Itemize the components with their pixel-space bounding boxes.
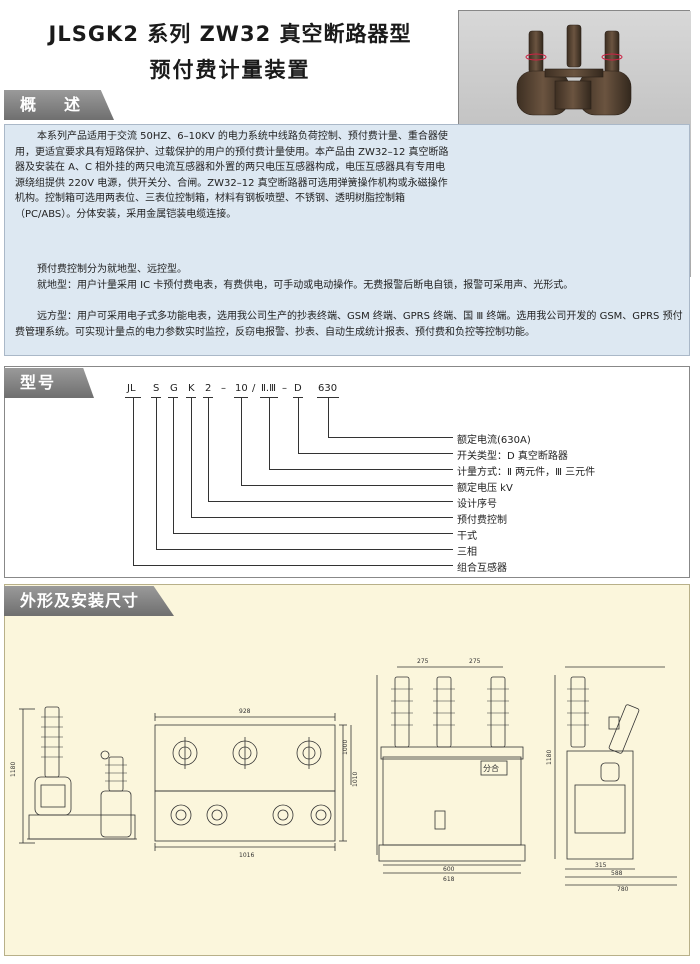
dim-spacing-b: 275 [469,658,481,665]
desc-rated-current: 额定电流(630A) [457,435,531,446]
dim-right-w1: 315 [595,862,607,869]
dim-front-width-bottom: 1016 [239,852,254,859]
dim-right-w3: 780 [617,886,629,893]
desc-prepaid-control: 预付费控制 [457,515,507,526]
dim-front-h2: 1000 [342,740,349,755]
desc-metering-method: 计量方式：Ⅱ 两元件，Ⅲ 三元件 [457,467,596,478]
title-line-2: 预付费计量装置 [149,58,311,82]
desc-combined-transformer: 组合互感器 [457,563,507,574]
plate-text: 分合 [483,763,499,773]
breaker-front-drawing [376,666,526,874]
page-title: JLSGK2 系列 ZW32 真空断路器型 预付费计量装置 [10,18,450,84]
dim-width-2: 618 [443,876,455,883]
code-part-s: S [153,383,160,394]
code-part-d: D [294,383,302,394]
dimension-drawing-panel: 1180 928 1016 1010 1000 275 275 600 618 … [4,584,690,956]
desc-rated-voltage: 额定电压 kV [457,483,513,494]
dim-width-1: 600 [443,866,455,873]
code-part-630: 630 [318,383,338,394]
code-part-g: G [170,383,178,394]
section-tab-dimensions: 外形及安装尺寸 [4,586,174,616]
dim-spacing-a: 275 [417,658,429,665]
overview-paragraph-1: 本系列产品适用于交流 50HZ、6–10KV 的电力系统中线路负荷控制、预付费计… [15,131,449,220]
overview-paragraph-2: 预付费控制分为就地型、远控型。 [37,264,187,275]
side-view-drawing [19,706,137,844]
dimension-drawings: 1180 928 1016 1010 1000 275 275 600 618 … [10,658,677,893]
code-part-metering: Ⅱ.Ⅲ [261,383,276,394]
code-part-dash-1: – [221,383,226,394]
code-part-dash-2: – [282,383,287,394]
breaker-side-drawing [554,666,677,886]
desc-switch-type: 开关类型：D 真空断路器 [457,451,568,462]
code-part-slash: / [252,383,256,394]
code-part-k: K [188,383,195,394]
desc-dry-type: 干式 [457,531,477,542]
title-line-1: JLSGK2 系列 ZW32 真空断路器型 [48,22,412,46]
dim-front-width-top: 928 [239,708,251,715]
overview-panel: 本系列产品适用于交流 50HZ、6–10KV 的电力系统中线路负荷控制、预付费计… [4,124,690,356]
overview-paragraph-3: 就地型：用户计量采用 IC 卡预付费电表，有费供电，可手动或电动操作。无费报警后… [37,280,574,291]
desc-three-phase: 三相 [457,547,477,558]
front-view-drawing [154,713,352,851]
section-tab-model: 型号 [4,368,94,398]
overview-paragraph-4: 远方型：用户可采用电子式多功能电表，选用我公司生产的抄表终端、GSM 终端、GP… [15,311,683,338]
dim-side-height: 1180 [10,762,17,777]
model-code-panel: JL S G K 2 – 10 / Ⅱ.Ⅲ – D 630 额定电流(630A)… [4,366,690,578]
code-part-2: 2 [205,383,212,394]
dim-front-height: 1010 [352,772,359,787]
dim-right-w2: 588 [611,870,623,877]
code-part-10: 10 [235,383,248,394]
code-part-jl: JL [127,383,136,394]
section-tab-overview: 概 述 [4,90,114,120]
dim-right-height: 1180 [546,750,553,765]
desc-design-number: 设计序号 [457,499,497,510]
